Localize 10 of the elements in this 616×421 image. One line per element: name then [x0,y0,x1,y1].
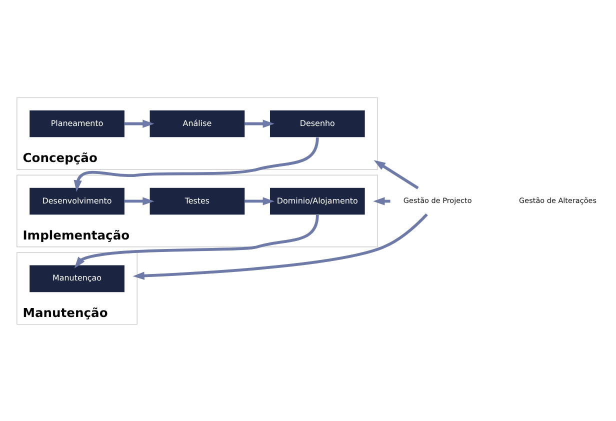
arrow [374,160,419,189]
arrow [124,196,154,205]
arrow [74,214,319,268]
node-text: Gestão de Projecto [403,196,472,205]
arrow [132,212,428,280]
label: Gestão de Alterações [519,196,597,205]
arrow [74,136,319,192]
arrow [244,196,274,205]
arrow [244,119,274,128]
arrow [124,119,154,128]
